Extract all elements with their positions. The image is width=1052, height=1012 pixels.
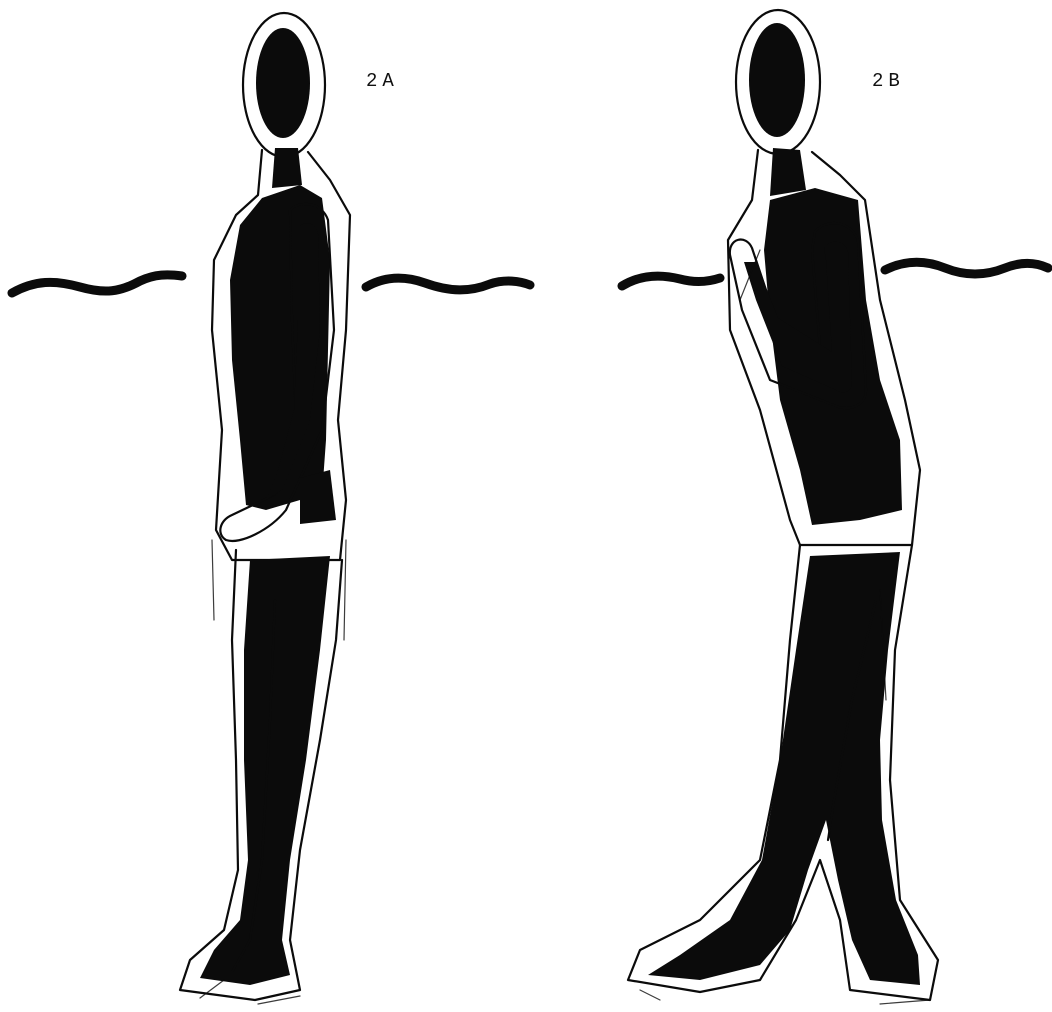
head-2a <box>256 28 310 138</box>
figure-2b <box>628 10 938 1004</box>
figure-label-2b: 2B <box>872 70 905 92</box>
neck-2b <box>770 148 806 196</box>
figure-label-2a: 2A <box>366 70 399 92</box>
figure-2a <box>180 13 350 1004</box>
water-wave-right-a <box>622 276 720 286</box>
water-wave-left-a <box>12 275 182 293</box>
water-wave-left-b <box>366 278 530 290</box>
water-wave-right-b <box>885 262 1048 274</box>
hip-2a <box>300 470 336 524</box>
head-2b <box>749 23 805 137</box>
neck-2a <box>272 148 302 188</box>
legs-2a <box>200 556 330 985</box>
legs-2b <box>648 552 920 985</box>
water-line <box>12 262 1048 293</box>
